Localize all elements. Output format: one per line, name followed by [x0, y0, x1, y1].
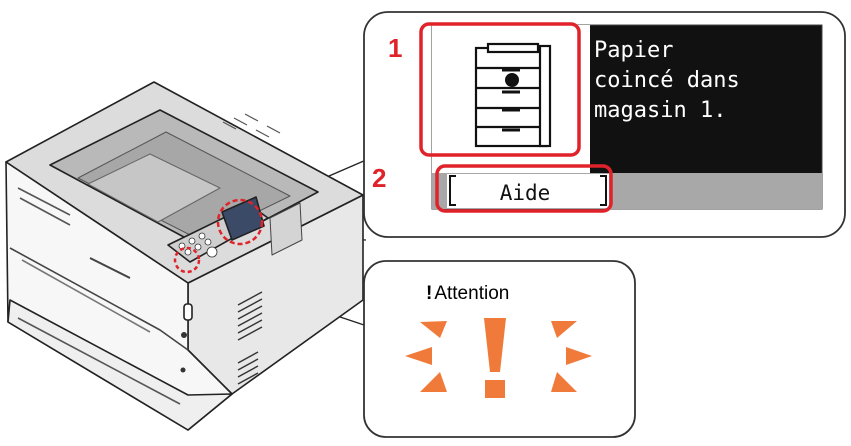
jam-location-dot [505, 73, 519, 87]
attention-label: Attention [434, 283, 510, 304]
help-button-label: Aide [499, 181, 551, 205]
flash-rays-icon [405, 321, 592, 392]
printer-illustration [5, 81, 364, 431]
lcd-help-key [447, 174, 609, 208]
callout-number-2: 2 [372, 163, 387, 193]
panel-zoom-circle-2 [173, 246, 201, 274]
paper-drawers-icon [474, 42, 552, 148]
attention-exclamation-icon [484, 318, 506, 398]
callout-number-1: 1 [388, 33, 403, 63]
panel-zoom-circle-1 [216, 198, 264, 246]
attention-mark-icon: ! [426, 283, 433, 304]
attention-title: !Attention [426, 283, 566, 305]
highlight-box-1 [419, 22, 581, 157]
highlight-box-2 [435, 164, 613, 213]
lcd-message: Papier coincé dans magasin 1. [594, 38, 740, 123]
